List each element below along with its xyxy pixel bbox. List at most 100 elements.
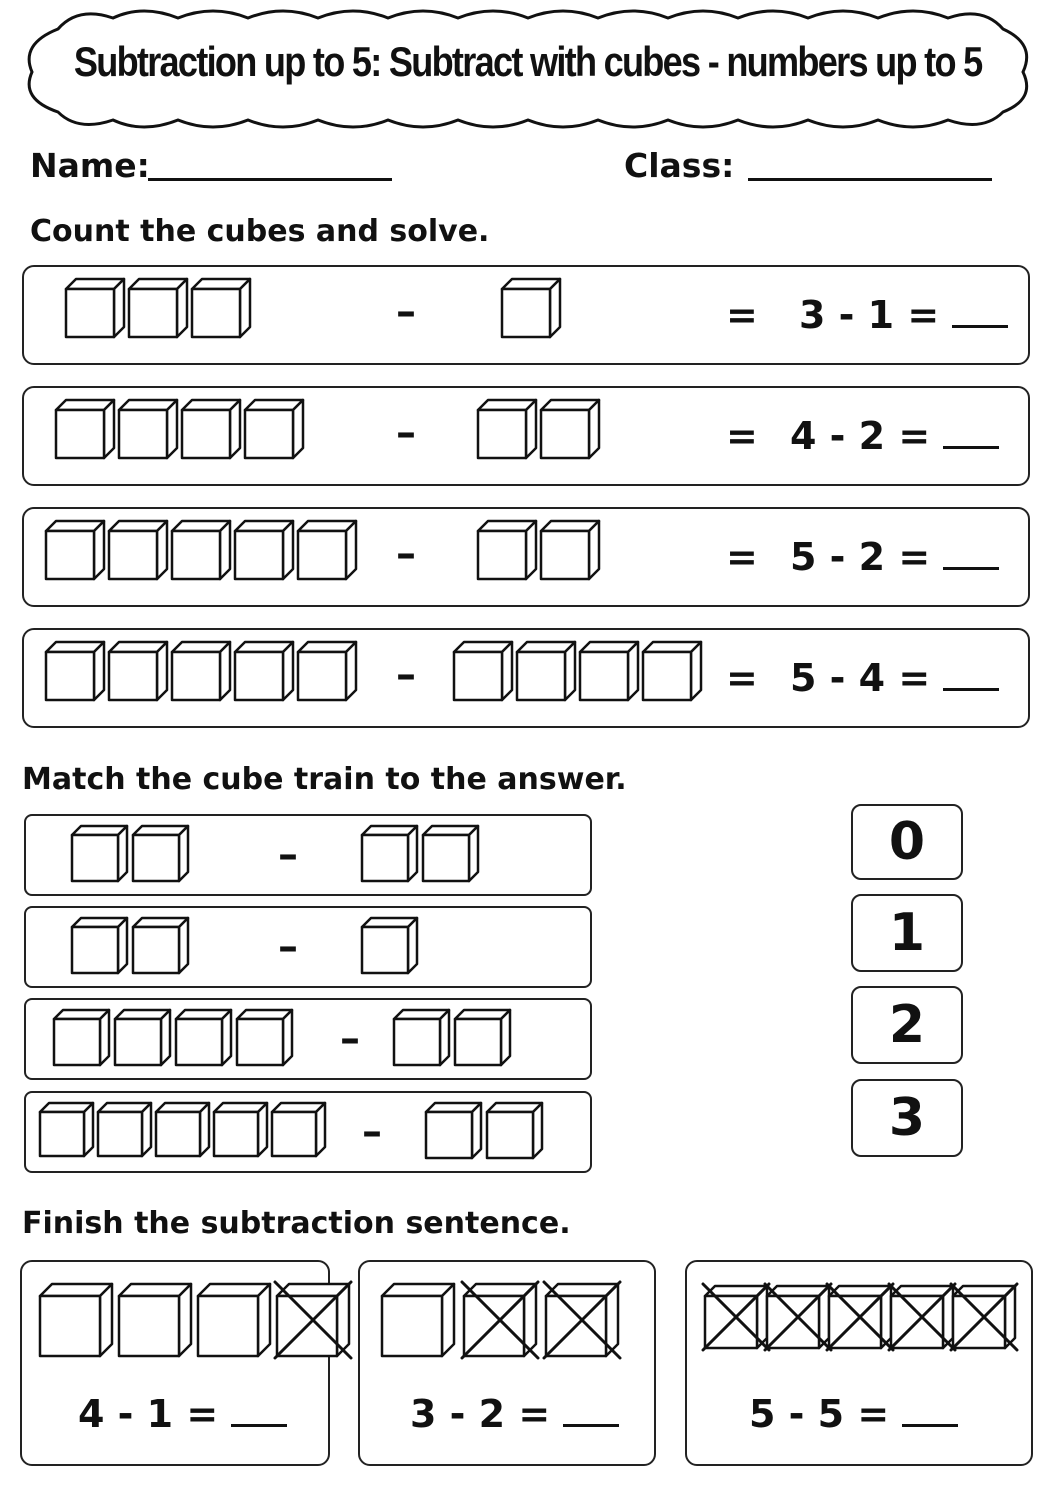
cube xyxy=(44,640,106,702)
cube xyxy=(476,519,538,581)
s1-row-2-take-cubes xyxy=(476,398,601,460)
cube xyxy=(515,640,577,702)
cube xyxy=(539,398,601,460)
cube xyxy=(54,398,116,460)
answer-blank[interactable] xyxy=(952,297,1009,328)
cross-out-mark xyxy=(273,1280,353,1360)
s2-row-3[interactable]: – xyxy=(24,998,592,1080)
s2-row-3-take-cubes xyxy=(392,1008,512,1067)
s1-row-1: – = 3 - 1 = xyxy=(22,265,1030,365)
cube xyxy=(127,277,189,339)
cross-out-mark xyxy=(542,1280,622,1360)
s1-row-4: – = 5 - 4 = xyxy=(22,628,1030,728)
answer-blank[interactable] xyxy=(943,418,1000,449)
cube xyxy=(170,519,232,581)
s2-row-2[interactable]: – xyxy=(24,906,592,988)
minus-sign: – xyxy=(396,410,416,456)
section3-instruction: Finish the subtraction sentence. xyxy=(22,1206,571,1241)
cross-out-mark xyxy=(825,1282,895,1352)
s1-row-1-take-cubes xyxy=(500,277,562,339)
s3-panel-2: 3 - 2 = xyxy=(358,1260,656,1466)
cube xyxy=(542,1280,622,1360)
s2-row-1-take-cubes xyxy=(360,824,480,883)
s3-panel-1: 4 - 1 = xyxy=(20,1260,353,1466)
cube xyxy=(360,824,419,883)
cube xyxy=(500,277,562,339)
equals-sign: = xyxy=(726,414,758,458)
cube xyxy=(174,1008,233,1067)
equals-sign: = xyxy=(726,535,758,579)
cube xyxy=(212,1101,269,1158)
answer-box-1[interactable]: 1 xyxy=(851,894,963,972)
answer-box-3[interactable]: 3 xyxy=(851,1079,963,1157)
cube xyxy=(485,1101,544,1160)
cube xyxy=(38,1101,95,1158)
section1-instruction: Count the cubes and solve. xyxy=(30,214,490,249)
cube xyxy=(273,1280,353,1360)
cube xyxy=(117,1282,193,1358)
cube xyxy=(949,1282,1019,1352)
cross-out-mark xyxy=(949,1282,1019,1352)
s1-row-3-start-cubes xyxy=(44,519,358,581)
cross-out-mark xyxy=(460,1280,540,1360)
s1-row-3-take-cubes xyxy=(476,519,601,581)
cube xyxy=(180,398,242,460)
s2-row-1[interactable]: – xyxy=(24,814,592,896)
s1-row-2-equation: 4 - 2 = xyxy=(790,414,931,458)
cube xyxy=(107,640,169,702)
s1-row-4-take-cubes xyxy=(452,640,703,702)
s1-row-4-start-cubes xyxy=(44,640,358,702)
cube xyxy=(131,824,190,883)
cube xyxy=(701,1282,771,1352)
cube xyxy=(641,640,703,702)
cube xyxy=(233,519,295,581)
answer-box-2[interactable]: 2 xyxy=(851,986,963,1064)
s2-row-2-start-cubes xyxy=(70,916,190,975)
answer-blank[interactable] xyxy=(563,1396,620,1427)
cube xyxy=(453,1008,512,1067)
name-label: Name: xyxy=(30,146,150,185)
cube xyxy=(44,519,106,581)
answer-blank[interactable] xyxy=(943,539,1000,570)
s3-panel-2-equation: 3 - 2 = xyxy=(410,1392,551,1436)
minus-sign: – xyxy=(278,832,298,878)
s2-row-4[interactable]: – xyxy=(24,1091,592,1173)
cube xyxy=(107,519,169,581)
cube xyxy=(38,1282,114,1358)
cross-out-mark xyxy=(701,1282,771,1352)
cube xyxy=(270,1101,327,1158)
cube xyxy=(578,640,640,702)
class-label: Class: xyxy=(624,146,735,185)
s2-row-1-start-cubes xyxy=(70,824,190,883)
cube xyxy=(113,1008,172,1067)
minus-sign: – xyxy=(396,531,416,577)
cube xyxy=(96,1101,153,1158)
cube xyxy=(825,1282,895,1352)
s2-row-4-take-cubes xyxy=(424,1101,544,1160)
cube xyxy=(296,640,358,702)
cube xyxy=(887,1282,957,1352)
s3-panel-1-equation: 4 - 1 = xyxy=(78,1392,219,1436)
cube xyxy=(424,1101,483,1160)
s3-panel-2-cubes xyxy=(380,1280,622,1360)
minus-sign: – xyxy=(396,289,416,335)
cube xyxy=(233,640,295,702)
minus-sign: – xyxy=(396,652,416,698)
cross-out-mark xyxy=(763,1282,833,1352)
cube xyxy=(763,1282,833,1352)
class-field[interactable] xyxy=(748,178,992,181)
answer-blank[interactable] xyxy=(902,1396,959,1427)
cube xyxy=(52,1008,111,1067)
answer-blank[interactable] xyxy=(943,660,1000,691)
answer-blank[interactable] xyxy=(231,1396,288,1427)
equals-sign: = xyxy=(726,656,758,700)
cube xyxy=(380,1282,456,1358)
s1-row-4-equation: 5 - 4 = xyxy=(790,656,931,700)
cube xyxy=(476,398,538,460)
s1-row-1-start-cubes xyxy=(64,277,252,339)
cube xyxy=(452,640,514,702)
name-field[interactable] xyxy=(148,178,392,181)
cube xyxy=(64,277,126,339)
answer-box-0[interactable]: 0 xyxy=(851,804,963,880)
s3-panel-3-cubes xyxy=(701,1282,1019,1352)
